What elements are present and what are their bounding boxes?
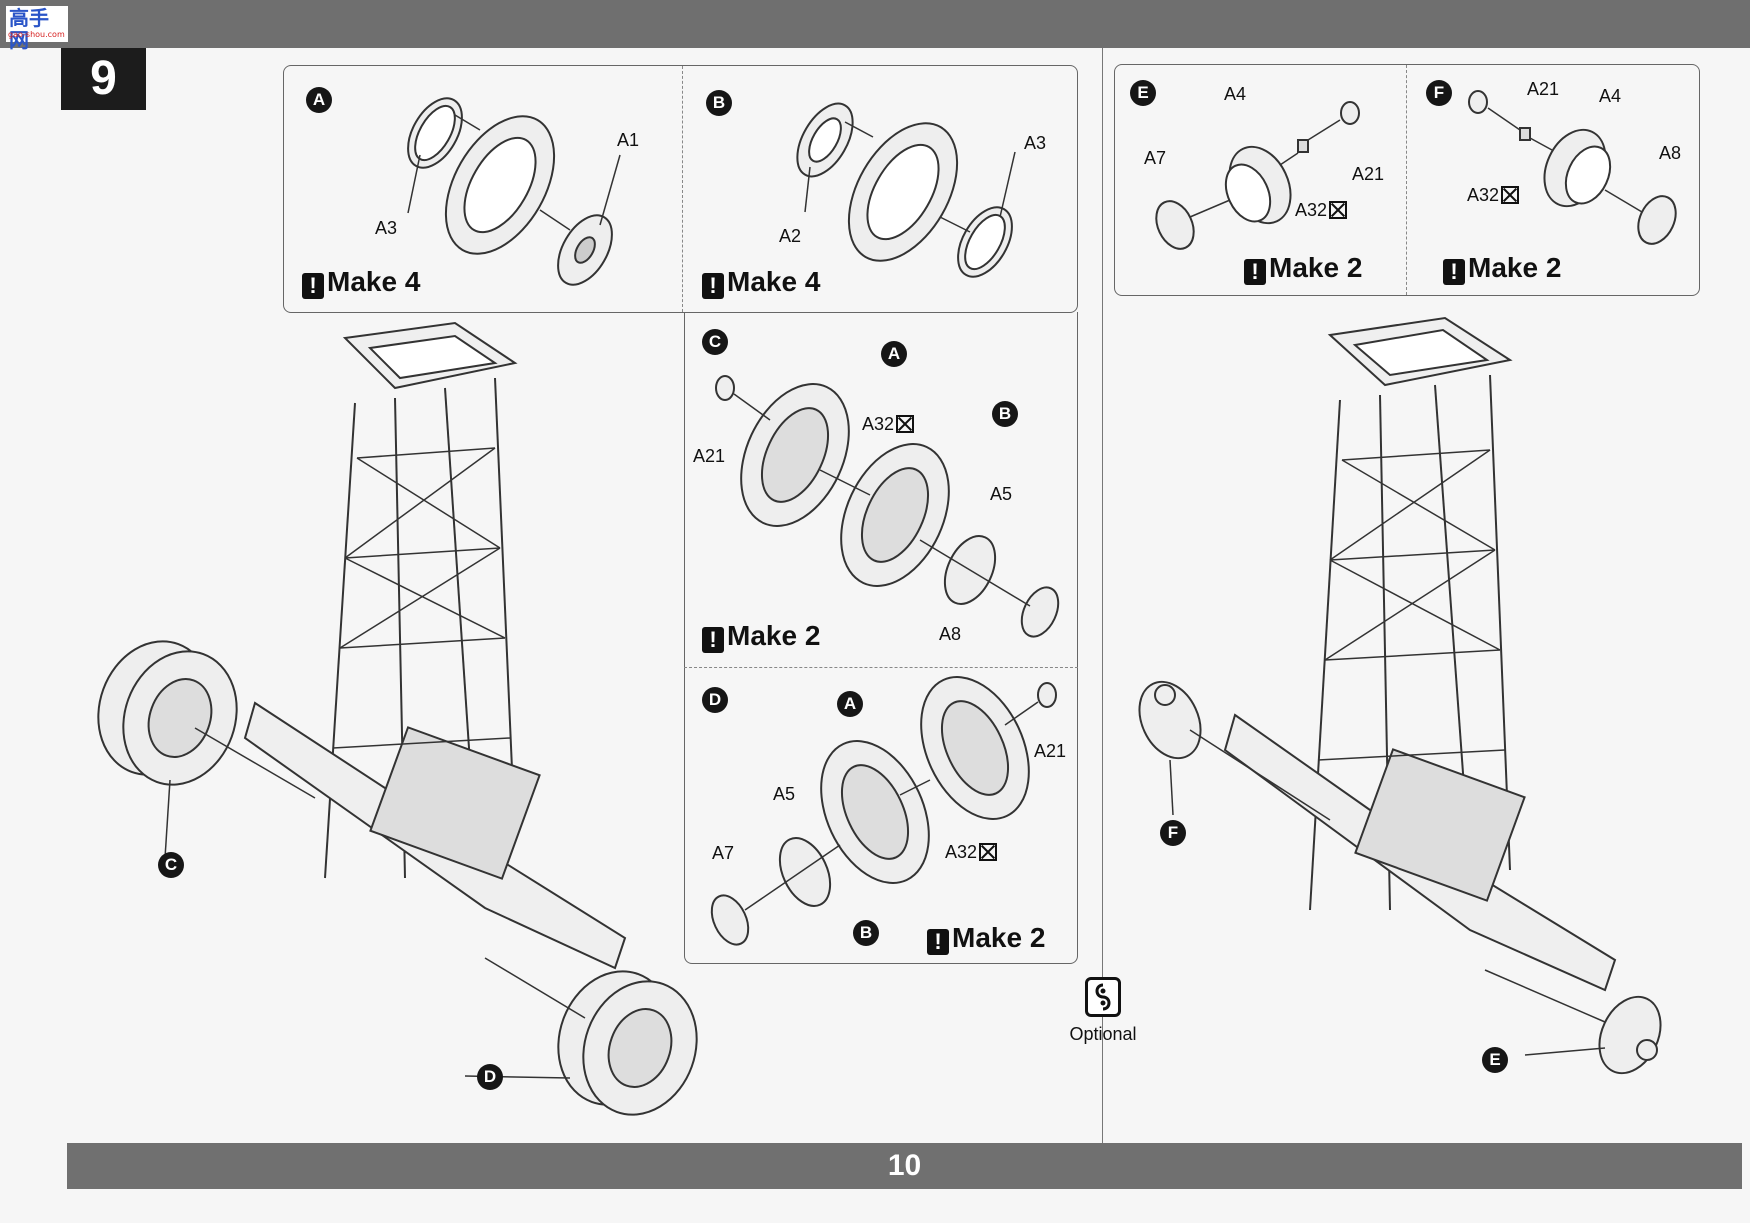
- panel-e-drawing: [1155, 101, 1360, 250]
- optional-cut-icon: [1329, 201, 1348, 219]
- make-quantity-b: !Make 4: [702, 266, 820, 299]
- main-callout-d: D: [477, 1064, 503, 1090]
- part-label-a21: A21: [1527, 79, 1560, 99]
- part-label-a21: A21: [1034, 741, 1067, 761]
- panel-separator: [682, 66, 683, 312]
- page-divider: [1102, 48, 1103, 1143]
- part-label-a32: A32: [945, 842, 998, 863]
- part-label-a2: A2: [779, 226, 802, 246]
- cap-a21: [1037, 682, 1057, 708]
- panel-c-badge: C: [702, 329, 728, 355]
- logo-text: 高手网: [9, 6, 49, 52]
- subassembly-box-top-left: [283, 65, 1078, 313]
- part-label-a4: A4: [1224, 84, 1247, 104]
- drum-f: [1138, 680, 1202, 760]
- spacer-a32: [1519, 127, 1531, 141]
- optional-label: Optional: [1069, 1024, 1137, 1044]
- ref-badge-b: B: [853, 920, 879, 946]
- site-watermark-logo: 高手网 gao-shou.com: [6, 6, 68, 51]
- hub-a7: [710, 894, 750, 946]
- make-quantity-c: !Make 2: [702, 620, 820, 653]
- rim-a5: [778, 837, 832, 907]
- part-label-a32: A32: [1467, 185, 1520, 206]
- main-callout-e: E: [1482, 1047, 1508, 1073]
- part-label-a5: A5: [773, 784, 796, 804]
- part-label-a21: A21: [1352, 164, 1385, 184]
- optional-cut-icon: [896, 415, 915, 433]
- main-assembly-right: [1138, 316, 1662, 1075]
- hub-a7: [1155, 200, 1195, 250]
- panel-d-drawing: [710, 676, 1057, 946]
- bottom-bar: 10: [67, 1143, 1742, 1189]
- subassembly-box-cd: [684, 312, 1078, 964]
- drum-e: [1598, 995, 1662, 1075]
- panel-separator: [684, 667, 1078, 668]
- part-label-a4: A4: [1599, 86, 1622, 106]
- ref-badge-a: A: [837, 691, 863, 717]
- ref-badge-a: A: [881, 341, 907, 367]
- panel-f-drawing: [1468, 90, 1677, 245]
- make-quantity-e: !Make 2: [1244, 252, 1362, 285]
- main-callout-c: C: [158, 852, 184, 878]
- part-label-a7: A7: [712, 843, 735, 863]
- make-quantity-f: !Make 2: [1443, 252, 1561, 285]
- page-number: 10: [887, 1149, 922, 1182]
- logo-url: gao-shou.com: [8, 30, 65, 39]
- part-label-a32: A32: [862, 414, 915, 435]
- part-label-a7: A7: [1144, 148, 1167, 168]
- make-quantity-a: !Make 4: [302, 266, 420, 299]
- part-label-a5: A5: [990, 484, 1013, 504]
- step-number: 9: [61, 48, 146, 110]
- part-label-a8: A8: [939, 624, 962, 644]
- cap-a21: [715, 375, 735, 401]
- part-label-a8: A8: [1659, 143, 1682, 163]
- main-callout-f: F: [1160, 820, 1186, 846]
- panel-b-badge: B: [706, 90, 732, 116]
- subassembly-box-ef: [1114, 64, 1700, 296]
- panel-d-badge: D: [702, 687, 728, 713]
- panel-f-badge: F: [1426, 80, 1452, 106]
- spacer-a32: [1297, 139, 1309, 153]
- optional-cut-icon: [1501, 186, 1520, 204]
- gear-block: [1354, 748, 1526, 902]
- top-bar: [0, 0, 1750, 48]
- hub-a8: [1637, 195, 1677, 245]
- part-label-a21: A21: [693, 446, 726, 466]
- panel-b-drawing: [796, 102, 1016, 278]
- cap-a21: [1468, 90, 1488, 114]
- part-label-a1: A1: [617, 130, 640, 150]
- panel-a-badge: A: [306, 87, 332, 113]
- make-quantity-d: !Make 2: [927, 922, 1045, 955]
- part-label-a3: A3: [375, 218, 398, 238]
- panel-a-drawing: [407, 97, 621, 286]
- optional-cut-icon: [979, 843, 998, 861]
- part-label-a32: A32: [1295, 200, 1348, 221]
- cap-a21: [1340, 101, 1360, 125]
- panel-separator: [1406, 65, 1407, 295]
- hub-a8: [1020, 586, 1060, 638]
- optional-icon: [1085, 977, 1121, 1017]
- panel-c-drawing: [715, 375, 1060, 638]
- ref-badge-b: B: [992, 401, 1018, 427]
- part-label-a3: A3: [1024, 133, 1047, 153]
- main-assembly-left: [97, 321, 698, 1116]
- gear-block: [369, 726, 541, 880]
- panel-e-badge: E: [1130, 80, 1156, 106]
